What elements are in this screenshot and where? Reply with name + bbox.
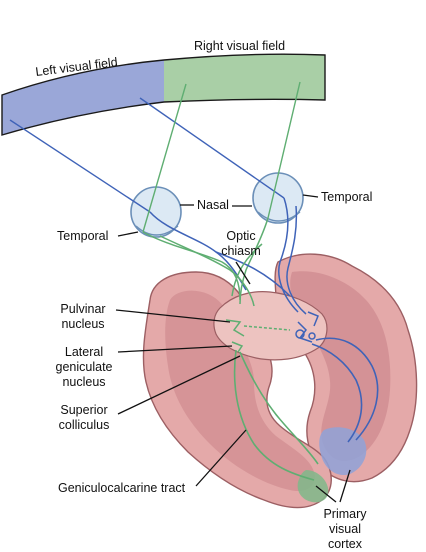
visual-field-arc bbox=[1, 53, 326, 136]
left-visual-field-band bbox=[2, 60, 164, 135]
label-primary-visual-cortex-line3: cortex bbox=[328, 537, 363, 551]
label-geniculocalcarine-tract: Geniculocalcarine tract bbox=[58, 481, 186, 495]
label-temporal-left: Temporal bbox=[57, 229, 108, 243]
label-pulvinar-line1: Pulvinar bbox=[60, 302, 105, 316]
label-optic-chiasm-line1: Optic bbox=[226, 229, 255, 243]
nuclei bbox=[225, 311, 319, 353]
label-right-visual-field: Right visual field bbox=[194, 39, 285, 53]
light-rays bbox=[9, 81, 301, 233]
label-primary-visual-cortex-line2: visual bbox=[329, 522, 361, 536]
label-superior-colliculus-line1: Superior bbox=[60, 403, 107, 417]
right-visual-cortex-area bbox=[319, 427, 367, 476]
right-visual-field-band bbox=[164, 54, 325, 102]
label-pulvinar-line2: nucleus bbox=[61, 317, 104, 331]
label-nasal: Nasal bbox=[197, 198, 229, 212]
visual-field-outline bbox=[1, 53, 326, 136]
brain-section bbox=[142, 253, 418, 509]
left-hemisphere-inner bbox=[165, 290, 315, 492]
label-lgn-line2: geniculate bbox=[56, 360, 113, 374]
optic-radiations bbox=[233, 337, 379, 481]
label-optic-chiasm-line2: chiasm bbox=[221, 244, 261, 258]
label-temporal-right: Temporal bbox=[321, 190, 372, 204]
thalamus-block bbox=[213, 291, 328, 361]
optic-pathways bbox=[142, 197, 307, 315]
label-lgn-line3: nucleus bbox=[62, 375, 105, 389]
right-eye bbox=[252, 172, 304, 224]
leader-lines bbox=[115, 194, 351, 503]
label-lgn-line1: Lateral bbox=[65, 345, 103, 359]
label-primary-visual-cortex-line1: Primary bbox=[323, 507, 367, 521]
label-superior-colliculus-line2: colliculus bbox=[59, 418, 110, 432]
